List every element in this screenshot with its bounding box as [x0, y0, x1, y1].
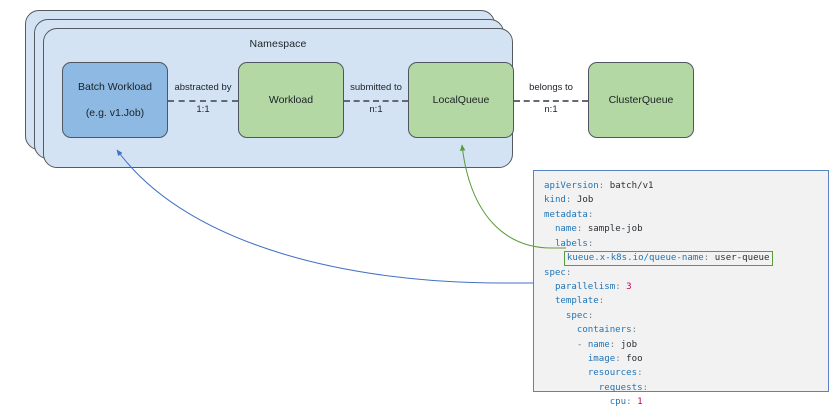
yaml-key: metadata [544, 209, 588, 220]
edge-cardinality-workload-to-localqueue: n:1 [369, 104, 383, 115]
yaml-line: apiVersion: batch/v1 [544, 181, 654, 191]
yaml-line: spec: [565, 310, 594, 321]
yaml-queue-name-label: kueue.x-k8s.io/queue-name: user-queue [563, 251, 773, 266]
edge-line-workload-to-localqueue [344, 100, 408, 102]
node-clusterqueue[interactable]: ClusterQueue [588, 62, 694, 138]
yaml-value: batch/v1 [609, 181, 654, 191]
yaml-line: labels: [554, 238, 594, 249]
node-workload[interactable]: Workload [238, 62, 344, 138]
edge-line-batch-to-workload [168, 100, 238, 102]
yaml-line: resources: [587, 368, 643, 379]
namespace-label: Namespace [249, 38, 307, 50]
yaml-key: name [554, 224, 577, 235]
yaml-value: job [620, 339, 638, 350]
node-localqueue[interactable]: LocalQueue [408, 62, 514, 138]
yaml-line: cpu: 1 [609, 397, 643, 408]
yaml-line: metadata: [544, 209, 594, 220]
yaml-key: parallelism [554, 282, 616, 293]
yaml-key: cpu [609, 397, 627, 408]
yaml-line: containers: [576, 325, 638, 336]
yaml-line: - name: job [576, 339, 638, 350]
node-localqueue-title: LocalQueue [432, 93, 490, 106]
yaml-value: 1 [637, 397, 643, 408]
yaml-line: parallelism: 3 [554, 282, 632, 293]
yaml-key: labels [554, 238, 588, 249]
yaml-value: foo [626, 354, 643, 365]
edge-line-localqueue-to-clusterqueue [514, 100, 588, 102]
yaml-key: spec [565, 310, 588, 321]
yaml-line: image: foo [587, 354, 643, 365]
yaml-key: kueue.x-k8s.io/queue-name [566, 253, 704, 264]
yaml-value: Job [576, 195, 594, 206]
yaml-line: requests: [598, 382, 649, 393]
yaml-key: containers [576, 325, 632, 336]
yaml-line: name: sample-job [554, 224, 643, 235]
yaml-code-block: apiVersion: batch/v1 kind: Job metadata: n… [533, 170, 829, 407]
diagram-canvas: Namespace abstracted by 1:1 submitted to… [25, 10, 829, 407]
yaml-value: user-queue [714, 253, 770, 264]
edge-label-submitted-to: submitted to [350, 82, 402, 93]
yaml-line: template: [554, 296, 605, 307]
yaml-key: resources [587, 368, 638, 379]
yaml-line: spec: [544, 267, 572, 278]
yaml-line: kueue.x-k8s.io/queue-name: user-queue [544, 251, 828, 266]
node-workload-title: Workload [268, 93, 314, 106]
yaml-key: spec [544, 267, 566, 278]
edge-label-belongs-to: belongs to [529, 82, 573, 93]
yaml-line: kind: Job [544, 195, 594, 206]
yaml-key: apiVersion [544, 181, 599, 191]
yaml-key: kind [544, 195, 566, 206]
edge-cardinality-localqueue-to-clusterqueue: n:1 [544, 104, 558, 115]
node-batch-workload[interactable]: Batch Workload (e.g. v1.Job) [62, 62, 168, 138]
node-clusterqueue-title: ClusterQueue [608, 93, 674, 106]
yaml-key: requests [598, 382, 643, 393]
yaml-key: image [587, 354, 616, 365]
node-batch-workload-title: Batch Workload [78, 81, 152, 94]
edge-label-abstracted-by: abstracted by [174, 82, 232, 93]
connector-batch-workload-to-yaml [116, 149, 533, 284]
yaml-value: sample-job [587, 224, 643, 235]
yaml-key: template [554, 296, 599, 307]
edge-cardinality-batch-to-workload: 1:1 [196, 104, 210, 115]
node-batch-workload-subtitle: (e.g. v1.Job) [85, 106, 145, 119]
yaml-key: name [587, 339, 610, 350]
yaml-value: 3 [626, 282, 632, 293]
